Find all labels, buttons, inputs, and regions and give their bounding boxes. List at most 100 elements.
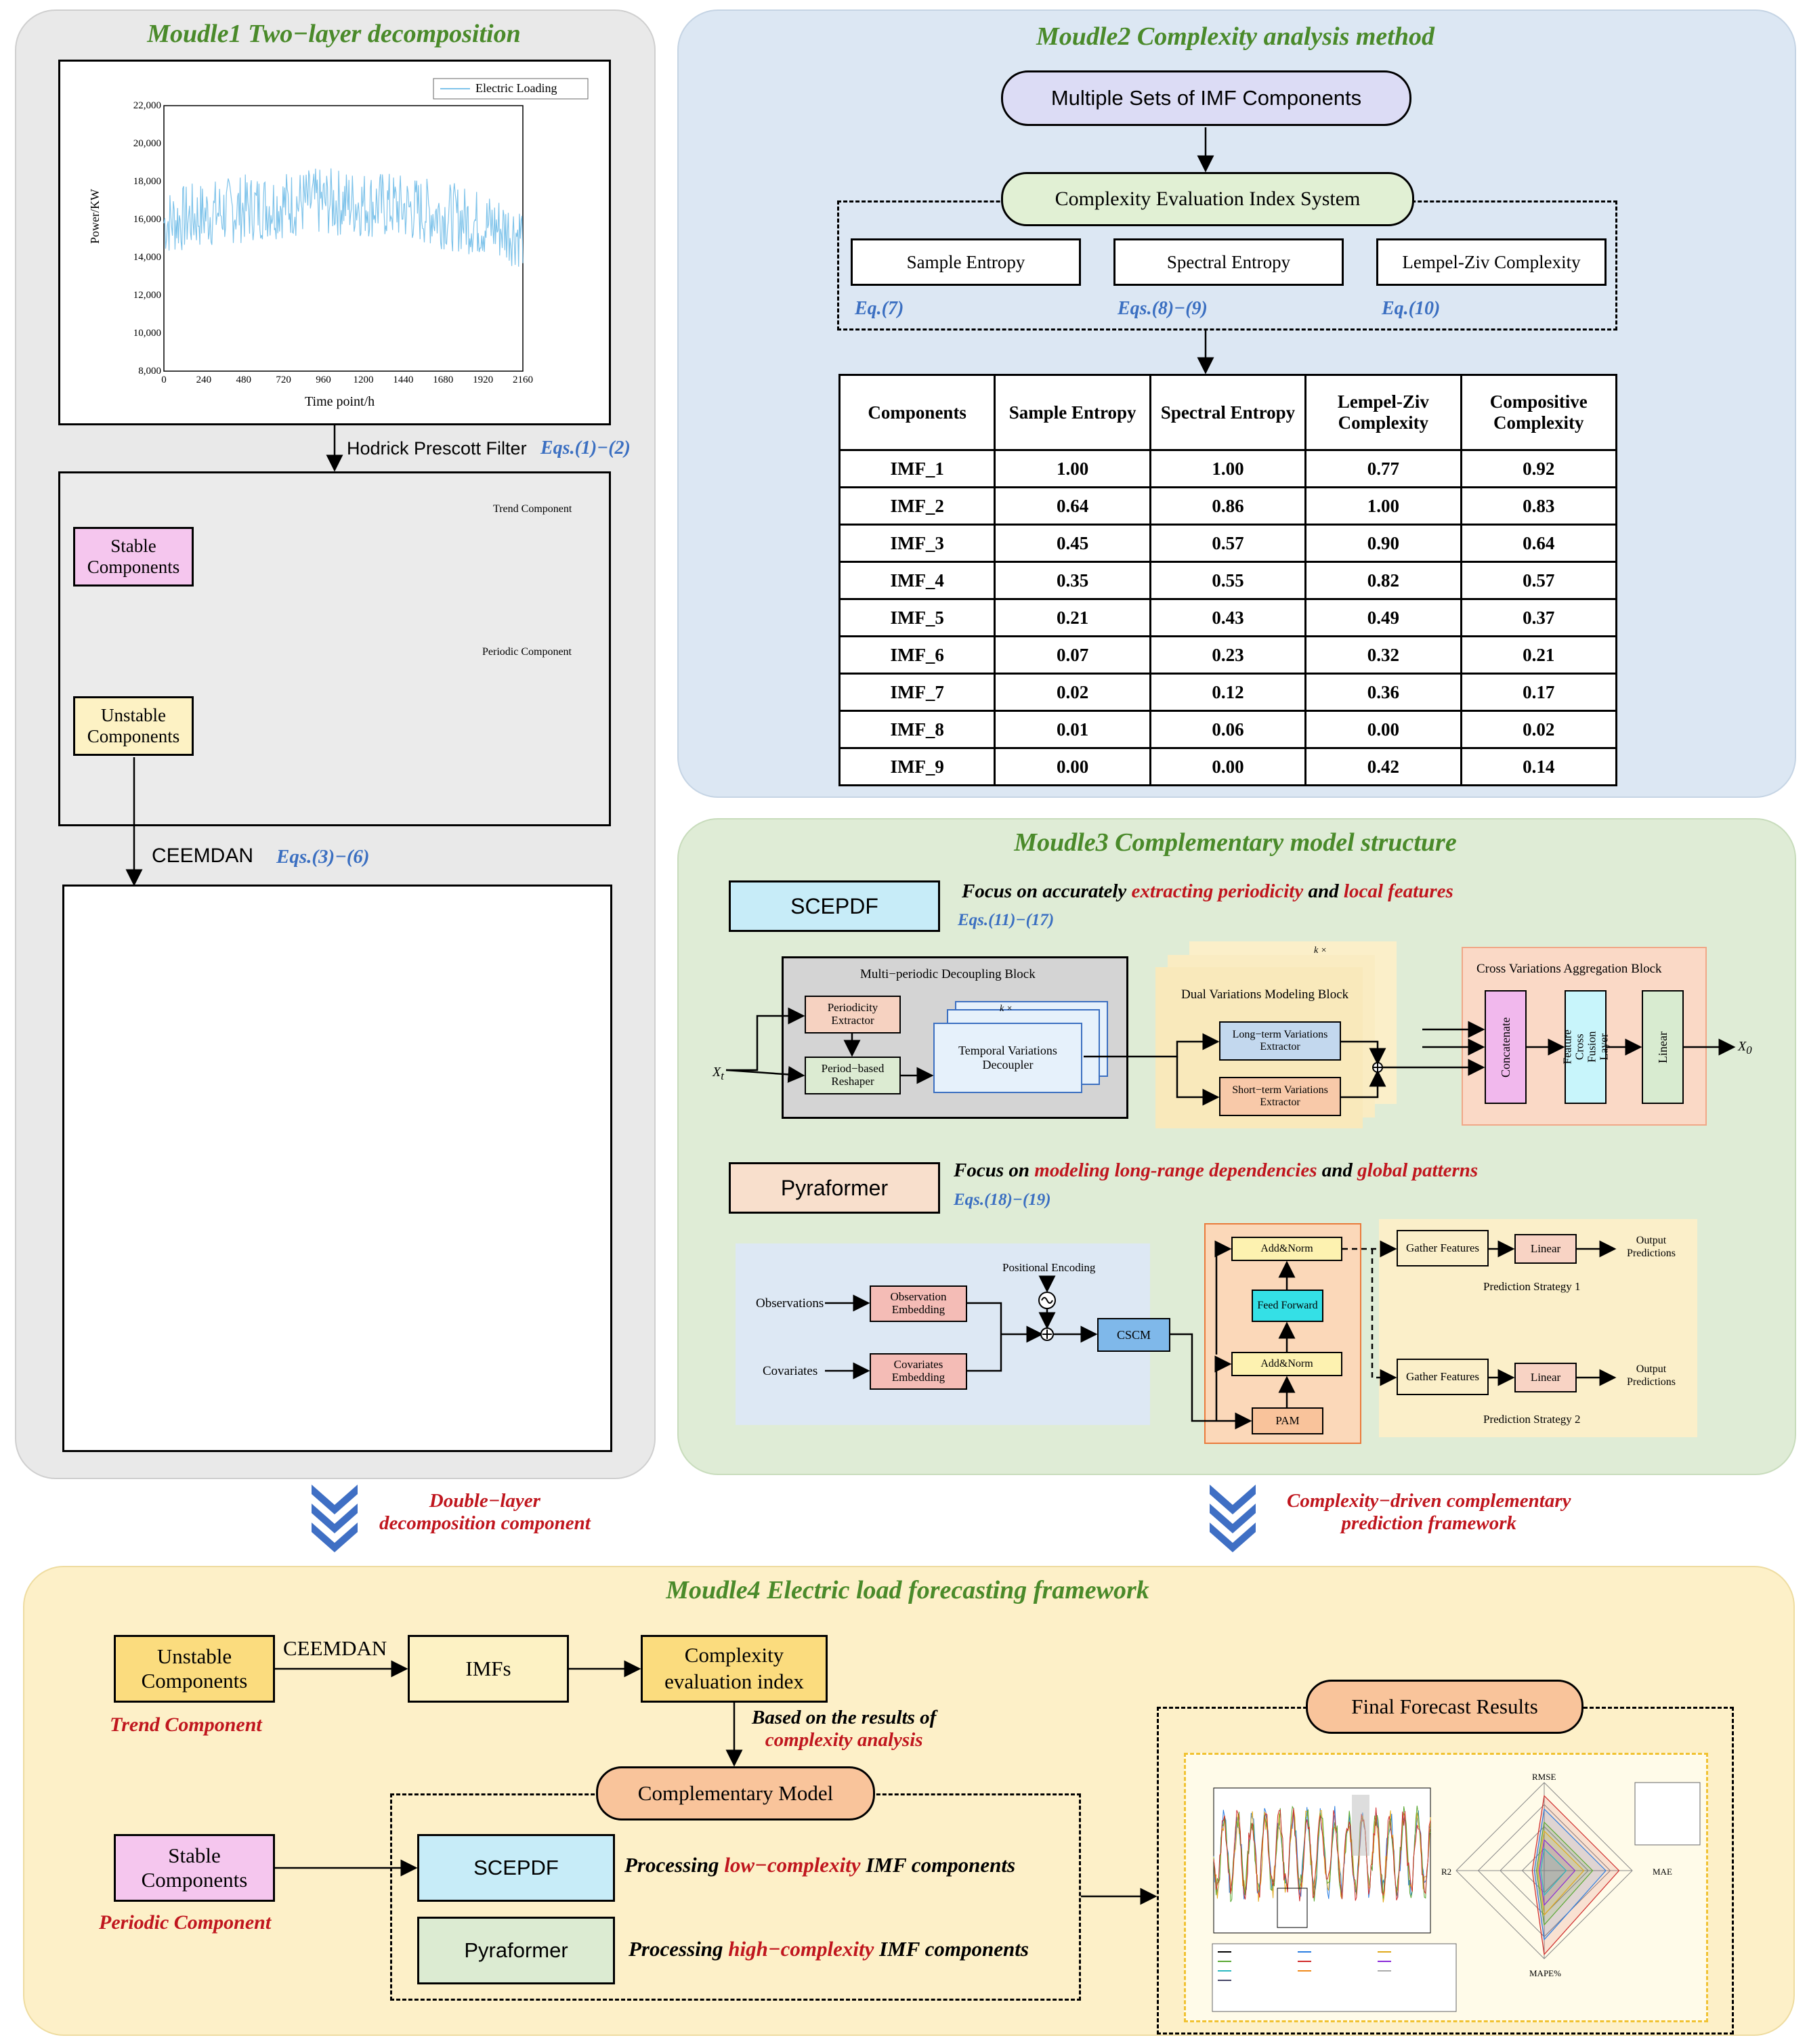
pos-enc-wave bbox=[1041, 1297, 1053, 1304]
table-cell: 0.35 bbox=[994, 561, 1151, 600]
periodic-legend: Periodic Component bbox=[482, 646, 572, 658]
radar-mae: MAE bbox=[1653, 1867, 1672, 1877]
radar-legend bbox=[1634, 1782, 1701, 1846]
table-cell: 0.77 bbox=[1304, 449, 1462, 488]
m4-pyraformer-box: Pyraformer bbox=[417, 1917, 615, 1984]
radar-series bbox=[1531, 1795, 1620, 1956]
x-tick-label: 1920 bbox=[473, 375, 493, 385]
table-cell: 0.23 bbox=[1149, 635, 1307, 675]
gather-features-1: Gather Features bbox=[1397, 1230, 1489, 1266]
m4-proc-low: Processing low−complexity IMF components bbox=[624, 1853, 1016, 1877]
y-tick-label: 14,000 bbox=[133, 252, 161, 263]
table-cell: IMF_8 bbox=[838, 710, 996, 749]
table-cell: 0.64 bbox=[994, 486, 1151, 526]
observation-embedding: Observation Embedding bbox=[870, 1285, 967, 1322]
covariates-label: Covariates bbox=[763, 1364, 818, 1378]
table-cell: IMF_5 bbox=[838, 598, 996, 637]
table-cell: 0.21 bbox=[1460, 635, 1618, 675]
m4-complexity-box: Complexity evaluation index bbox=[641, 1635, 828, 1703]
m4-periodic-label: Periodic Component bbox=[99, 1911, 272, 1934]
y-tick-label: 8,000 bbox=[138, 366, 161, 377]
feed-forward-box: Feed Forward bbox=[1252, 1290, 1323, 1322]
emb-merge bbox=[967, 1302, 1002, 1372]
dual-block-title: Dual Variations Modeling Block bbox=[1181, 987, 1349, 1002]
x-tick-label: 1440 bbox=[393, 375, 413, 385]
cross-block-title: Cross Variations Aggregation Block bbox=[1476, 962, 1662, 976]
forecast-zoom bbox=[1277, 1888, 1308, 1928]
forecast-series bbox=[1213, 1807, 1431, 1902]
add-norm-top: Add&Norm bbox=[1231, 1237, 1342, 1261]
eq-sample-entropy: Eq.(7) bbox=[855, 298, 904, 319]
table-cell: 0.32 bbox=[1304, 635, 1462, 675]
arrow-xt-pr bbox=[725, 1065, 805, 1083]
table-cell: 0.42 bbox=[1304, 747, 1462, 786]
radar-mape: MAPE% bbox=[1529, 1968, 1561, 1978]
hp-filter-eq: Eqs.(1)−(2) bbox=[540, 438, 631, 459]
chevron-right-icon bbox=[1210, 1504, 1256, 1533]
table-cell: 0.83 bbox=[1460, 486, 1618, 526]
table-cell: 1.00 bbox=[994, 449, 1151, 488]
table-header: Components bbox=[838, 374, 996, 451]
plus-sign-2 bbox=[1042, 1329, 1052, 1339]
table-cell: 0.00 bbox=[1304, 710, 1462, 749]
strategy-1-label: Prediction Strategy 1 bbox=[1483, 1280, 1581, 1293]
hp-filter-label: Hodrick Prescott Filter bbox=[347, 438, 527, 459]
k-label-2: k × bbox=[1314, 945, 1327, 956]
metric-sample-entropy: Sample Entropy bbox=[851, 238, 1081, 286]
forecast-legend bbox=[1212, 1943, 1457, 2012]
imf-grid-box bbox=[62, 885, 612, 1452]
concatenate-box: Concatenate bbox=[1485, 990, 1527, 1104]
y-tick-label: 22,000 bbox=[133, 100, 161, 111]
table-cell: 0.37 bbox=[1460, 598, 1618, 637]
table-header: Spectral Entropy bbox=[1149, 374, 1307, 451]
long-term-extractor: Long−term Variations Extractor bbox=[1219, 1021, 1341, 1061]
table-cell: 0.06 bbox=[1149, 710, 1307, 749]
module2-title: Moudle2 Complexity analysis method bbox=[1036, 22, 1434, 51]
radar-series bbox=[1535, 1821, 1594, 1926]
temporal-decoupler: Temporal Variations Decoupler bbox=[933, 1023, 1082, 1093]
periodicity-extractor: Periodicity Extractor bbox=[805, 996, 901, 1034]
chart-frame bbox=[163, 105, 524, 372]
table-cell: 0.49 bbox=[1304, 598, 1462, 637]
gather-features-2: Gather Features bbox=[1397, 1359, 1489, 1395]
radar-series bbox=[1539, 1839, 1576, 1907]
x-tick-label: 960 bbox=[316, 375, 331, 385]
add-norm-bottom: Add&Norm bbox=[1231, 1352, 1342, 1376]
linear-1: Linear bbox=[1514, 1234, 1577, 1264]
table-cell: 0.55 bbox=[1149, 561, 1307, 600]
table-cell: IMF_7 bbox=[838, 673, 996, 712]
module3-title: Moudle3 Complementary model structure bbox=[1014, 828, 1457, 857]
table-cell: 0.86 bbox=[1149, 486, 1307, 526]
radar-rmse: RMSE bbox=[1532, 1772, 1556, 1782]
m4-scepdf-box: SCEPDF bbox=[417, 1834, 615, 1902]
module1-title: Moudle1 Two−layer decomposition bbox=[147, 20, 521, 48]
k-label-1: k × bbox=[1000, 1004, 1013, 1014]
x-tick-label: 720 bbox=[276, 375, 291, 385]
arrow-cscm-pam bbox=[1170, 1333, 1252, 1430]
strategy-2-label: Prediction Strategy 2 bbox=[1483, 1413, 1581, 1426]
table-cell: 0.57 bbox=[1460, 561, 1618, 600]
short-term-extractor: Short−term Variations Extractor bbox=[1219, 1077, 1341, 1116]
stable-components-box: Stable Components bbox=[73, 527, 194, 587]
table-cell: 0.43 bbox=[1149, 598, 1307, 637]
radar-series bbox=[1540, 1848, 1567, 1896]
radar-series bbox=[1533, 1808, 1607, 1941]
table-cell: 0.82 bbox=[1304, 561, 1462, 600]
x0-label: X0 bbox=[1738, 1039, 1752, 1057]
arrow-to-gather2 bbox=[1371, 1249, 1397, 1386]
table-cell: 0.00 bbox=[1149, 747, 1307, 786]
table-cell: 0.02 bbox=[994, 673, 1151, 712]
table-header: Sample Entropy bbox=[994, 374, 1151, 451]
m4-based-on: Based on the results of complexity analy… bbox=[752, 1707, 937, 1751]
m4-imfs-box: IMFs bbox=[408, 1635, 569, 1703]
table-cell: 0.90 bbox=[1304, 524, 1462, 563]
metric-spectral-entropy: Spectral Entropy bbox=[1113, 238, 1344, 286]
index-system-box: Complexity Evaluation Index System bbox=[1001, 172, 1414, 226]
pyraformer-label-box: Pyraformer bbox=[729, 1162, 940, 1214]
